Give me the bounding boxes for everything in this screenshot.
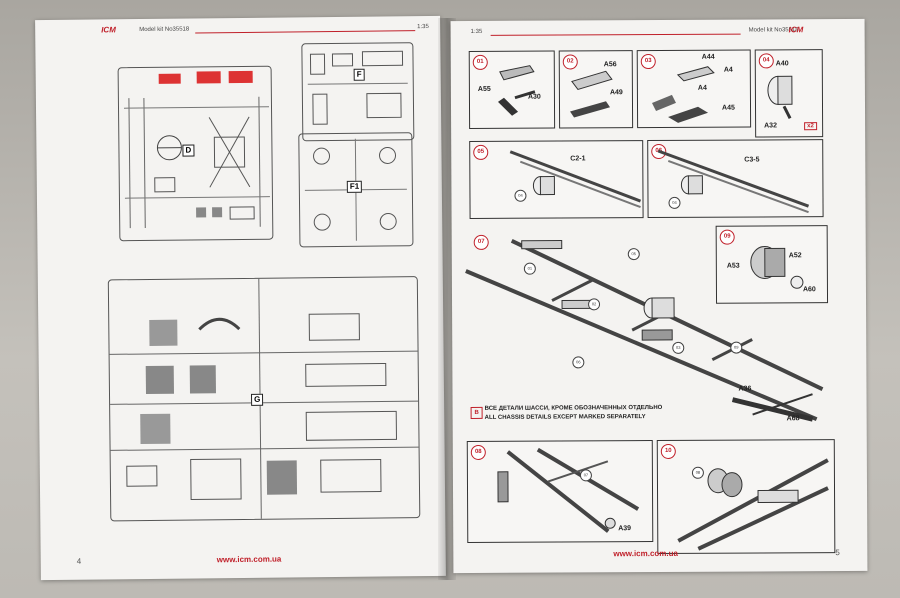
step-callout: 08 xyxy=(691,466,704,479)
step-05-diagram xyxy=(509,150,642,209)
step-01-diagram xyxy=(497,65,536,116)
brand-logo: ICM xyxy=(788,25,804,35)
step-07-diagram xyxy=(465,238,824,422)
sprue-f-frame xyxy=(301,42,415,142)
sprue-d-frame xyxy=(117,65,274,242)
step-06-diagram xyxy=(657,149,810,214)
header-scale: 1:35 xyxy=(470,28,483,35)
sprue-label-f1: F1 xyxy=(346,180,363,193)
step-10-box: 10 08 xyxy=(656,439,836,555)
part-label: A55 xyxy=(477,85,491,93)
step-10-diagram xyxy=(677,458,829,551)
multiplier-badge: x2 xyxy=(804,122,817,131)
step-04-box: 04 A40 A32 x2 xyxy=(754,49,824,138)
left-page-number: 4 xyxy=(76,556,82,566)
part-label: A40 xyxy=(775,60,789,68)
note-line-ru: ВСЕ ДЕТАЛИ ШАССИ, КРОМЕ ОБОЗНАЧЕННЫХ ОТД… xyxy=(484,404,663,412)
part-label: A39 xyxy=(618,525,632,533)
step-09-diagram xyxy=(750,245,804,289)
step-03-diagram xyxy=(651,66,715,123)
part-label: A49 xyxy=(609,89,623,97)
step-08-diagram xyxy=(497,447,640,533)
part-label: A60 xyxy=(802,286,816,294)
step-callout: 01 xyxy=(523,262,536,275)
right-website: www.icm.com.ua xyxy=(613,548,678,559)
step-01-box: 01 A55 A30 xyxy=(468,50,556,129)
part-label: A52 xyxy=(788,252,802,260)
part-label: A36 xyxy=(738,385,752,393)
left-website: www.icm.com.ua xyxy=(216,554,282,565)
step-callout: 06 xyxy=(572,356,585,369)
step-04-diagram xyxy=(767,75,793,119)
left-page: ICM Model kit No35518 1:35 D xyxy=(35,15,446,581)
brand-logo: ICM xyxy=(101,25,116,35)
step-callout: 09 xyxy=(730,341,743,354)
step-03-box: 03 A44 A4 A4 A45 xyxy=(636,49,752,129)
step-07-area: 07 01 05 02 03 06 09 A36 A68 xyxy=(451,19,865,422)
header-model-kit: Model kit No35518 xyxy=(139,26,190,34)
step-08-box: 08 07 A39 xyxy=(466,440,654,544)
sprue-g-parts xyxy=(109,278,419,519)
header-scale: 1:35 xyxy=(417,24,429,31)
sprue-f-parts xyxy=(307,50,408,125)
step-09-box: 09 A52 A53 A60 xyxy=(715,225,829,304)
note-marker: B xyxy=(470,406,483,419)
header-rule xyxy=(195,30,416,34)
sprue-g-frame xyxy=(107,276,421,522)
step-callout: 05 xyxy=(627,248,640,261)
part-label: A53 xyxy=(726,262,740,270)
sprue-label-d: D xyxy=(182,144,195,157)
part-label: C3-5 xyxy=(744,156,760,164)
part-label: A30 xyxy=(527,93,541,101)
part-label: A32 xyxy=(764,122,777,130)
sprue-d-parts xyxy=(124,70,270,229)
part-label: A44 xyxy=(701,53,715,61)
step-05-box: 05 C2-1 04 xyxy=(469,140,644,219)
step-callout: 04 xyxy=(514,189,527,202)
step-02-diagram xyxy=(570,70,613,118)
part-label: C2-1 xyxy=(570,155,586,163)
part-label: A56 xyxy=(603,61,617,69)
step-callout: 03 xyxy=(672,341,685,354)
step-callout: 04 xyxy=(668,196,681,209)
header-rule xyxy=(490,33,741,36)
part-label: A4 xyxy=(723,66,733,74)
sprue-label-f: F xyxy=(353,68,365,81)
right-page-number: 5 xyxy=(835,548,840,558)
part-label: A68 xyxy=(786,415,800,423)
step-callout: 07 xyxy=(579,469,592,482)
sprue-label-g: G xyxy=(251,393,264,406)
step-02-box: 02 A56 A49 xyxy=(558,50,634,129)
right-page: 1:35 Model kit No35518 ICM 01 A55 A30 02… xyxy=(450,18,868,574)
step-callout: 02 xyxy=(588,298,601,311)
note-line-en: ALL CHASSIS DETAILS EXCEPT MARKED SEPARA… xyxy=(484,414,646,421)
step-06-box: 06 C3-5 04 xyxy=(647,139,824,219)
part-label: A4 xyxy=(697,84,707,92)
part-label: A45 xyxy=(721,104,735,112)
